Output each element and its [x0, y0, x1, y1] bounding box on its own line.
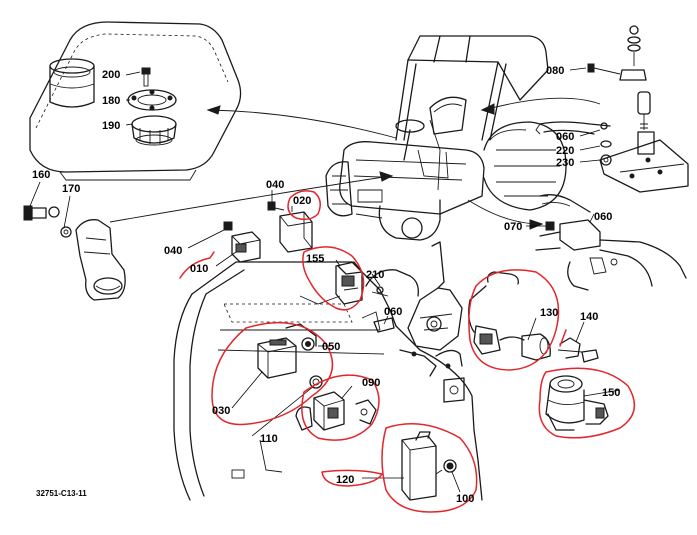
label-155: 155	[306, 253, 324, 265]
label-090: 090	[362, 377, 380, 389]
part-labels: 200 180 190 080 060 220 230 160 170 040 …	[32, 65, 620, 505]
lamp-assembly-left	[23, 205, 126, 301]
tick-140	[559, 329, 567, 347]
relay-030-icon	[257, 323, 317, 379]
relay-group-upper	[223, 201, 313, 263]
circle-130	[468, 269, 560, 371]
bracket-070-060	[535, 194, 687, 291]
circle-155	[302, 246, 365, 311]
fuel-gauge-unit-190-icon	[131, 115, 177, 146]
console-panel	[173, 241, 483, 501]
switch-155-assembly	[335, 261, 419, 305]
circle-120-100	[381, 423, 478, 513]
clip-060-center-icon	[373, 317, 395, 333]
label-230: 230	[556, 157, 574, 169]
label-140: 140	[580, 311, 598, 323]
relay-020-icon	[279, 211, 313, 253]
mark-010	[179, 251, 215, 279]
circle-020	[287, 190, 321, 221]
motor-150-icon	[545, 375, 609, 431]
nut-050-icon	[301, 337, 315, 351]
label-040-lower: 040	[164, 245, 182, 257]
label-220: 220	[556, 145, 574, 157]
label-180: 180	[102, 95, 120, 107]
fuel-tank-detail	[29, 21, 242, 181]
label-060-right: 060	[594, 211, 612, 223]
label-060-top: 060	[556, 131, 574, 143]
label-200: 200	[102, 69, 120, 81]
screw-040-lower-icon	[223, 221, 233, 231]
relay-090-icon	[313, 391, 345, 431]
label-050: 050	[322, 341, 340, 353]
label-170: 170	[62, 183, 80, 195]
sender-plate-180-icon	[127, 89, 177, 111]
label-150: 150	[602, 387, 620, 399]
screw-200-icon	[141, 67, 151, 87]
label-210: 210	[366, 269, 384, 281]
drawing-reference-code: 32751-C13-11	[36, 489, 87, 498]
screw-040-upper-icon	[267, 201, 285, 211]
label-010: 010	[190, 263, 208, 275]
label-080: 080	[546, 65, 564, 77]
label-070: 070	[504, 221, 522, 233]
label-110: 110	[260, 433, 278, 445]
label-120: 120	[336, 474, 354, 486]
label-030: 030	[212, 405, 230, 417]
label-020: 020	[293, 195, 311, 207]
screw-080-icon	[587, 63, 621, 75]
label-160: 160	[32, 169, 50, 181]
tractor-overview	[325, 35, 567, 241]
circle-150	[538, 367, 636, 439]
red-annotations	[179, 190, 636, 513]
bracket-assembly-right	[535, 25, 689, 193]
label-040-upper: 040	[266, 179, 284, 191]
screw-100-icon	[435, 459, 457, 475]
circle-030	[211, 321, 334, 426]
sensor-130-assembly	[468, 271, 599, 363]
control-unit-120-icon	[401, 431, 437, 501]
label-190: 190	[102, 120, 120, 132]
circle-090	[301, 374, 380, 441]
underline-120	[321, 469, 383, 487]
label-100: 100	[456, 493, 474, 505]
relay-010-icon	[231, 231, 261, 263]
label-060-center: 060	[384, 306, 402, 318]
label-130: 130	[540, 307, 558, 319]
